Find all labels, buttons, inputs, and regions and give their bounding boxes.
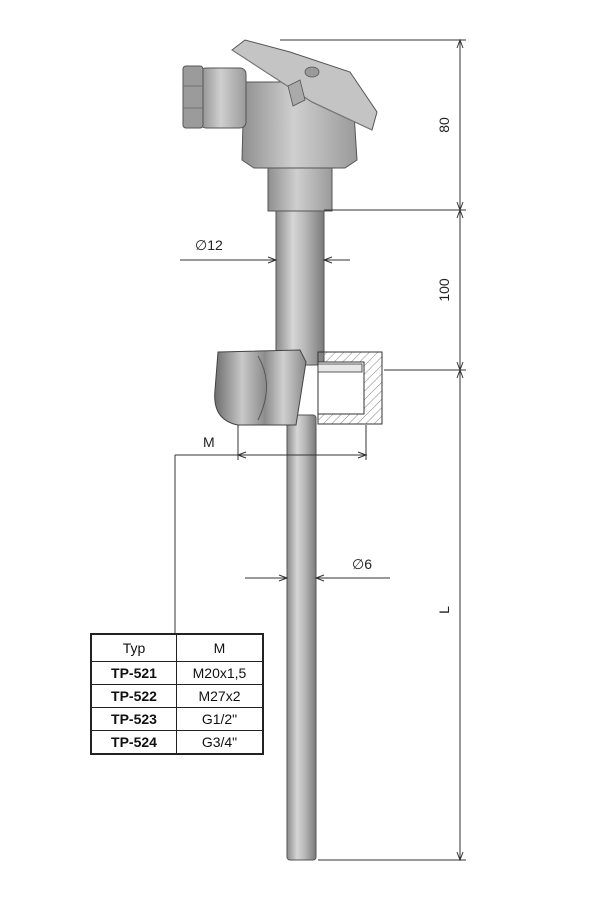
table-cell-typ: TP-523	[90, 707, 177, 731]
dim-probe-diameter: ∅6	[352, 556, 372, 572]
dim-head-height: 80	[436, 117, 452, 133]
table-cell-m: M20x1,5	[176, 661, 264, 685]
head-neck	[267, 167, 333, 212]
table-row: TP-523 G1/2"	[90, 707, 264, 731]
table-cell-m: G3/4"	[176, 730, 264, 755]
extension-tube	[275, 209, 325, 366]
connection-head	[182, 39, 378, 169]
dim-insertion-length: L	[436, 606, 452, 614]
dimension-lines	[174, 38, 466, 862]
type-thread-table: Typ M TP-521 M20x1,5 TP-522 M27x2 TP-523…	[90, 633, 264, 755]
table-header-row: Typ M	[90, 633, 264, 662]
table-header-typ: Typ	[90, 633, 177, 662]
threaded-fitting	[214, 349, 383, 426]
table-cell-m: M27x2	[176, 684, 264, 708]
table-cell-typ: TP-522	[90, 684, 177, 708]
dim-extension-length: 100	[436, 278, 452, 302]
table-row: TP-524 G3/4"	[90, 730, 264, 755]
dim-thread: M	[203, 434, 215, 450]
table-cell-typ: TP-521	[90, 661, 177, 685]
table-cell-m: G1/2"	[176, 707, 264, 731]
table-row: TP-521 M20x1,5	[90, 661, 264, 685]
table-row: TP-522 M27x2	[90, 684, 264, 708]
table-header-m: M	[176, 633, 264, 662]
probe-tube	[286, 414, 317, 861]
dim-extension-diameter: ∅12	[195, 237, 223, 253]
table-cell-typ: TP-524	[90, 730, 177, 755]
